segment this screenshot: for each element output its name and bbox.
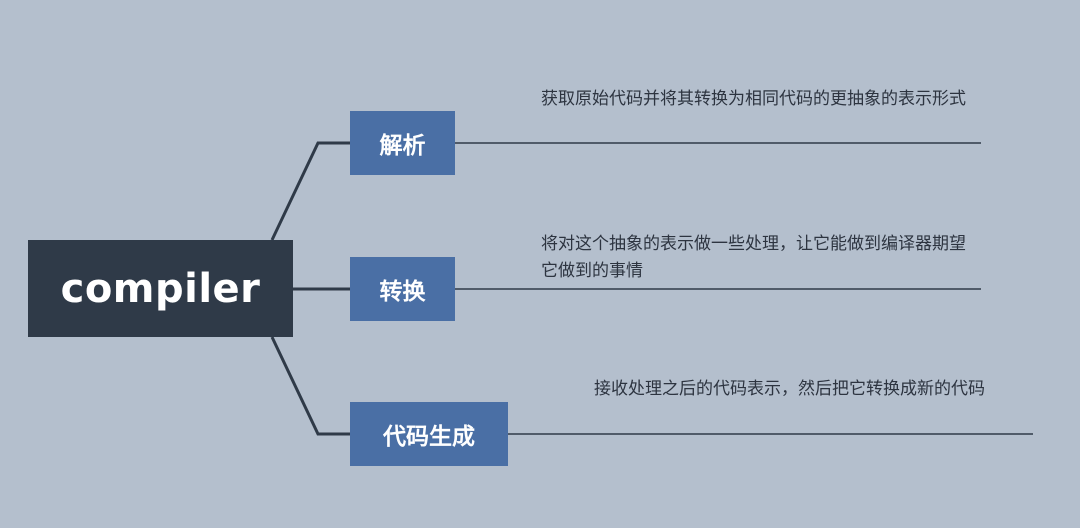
- branch-description-transform: 将对这个抽象的表示做一些处理，让它能做到编译器期望它做到的事情: [541, 234, 966, 281]
- root-node-label: compiler: [60, 265, 261, 312]
- root-node-compiler[interactable]: compiler: [28, 240, 293, 337]
- branch-node-label: 代码生成: [383, 424, 475, 450]
- connector-root-to-parse: [270, 141, 350, 241]
- branch-node-label: 解析: [379, 133, 426, 159]
- branch-node-label: 转换: [379, 279, 426, 305]
- branch-node-codegen[interactable]: 代码生成: [350, 402, 508, 466]
- branch-description-codegen: 接收处理之后的代码表示，然后把它转换成新的代码: [594, 379, 985, 399]
- connector-root-to-codegen: [270, 336, 350, 436]
- branch-description-parse: 获取原始代码并将其转换为相同代码的更抽象的表示形式: [541, 89, 966, 109]
- branch-node-transform[interactable]: 转换: [350, 257, 455, 321]
- branch-node-parse[interactable]: 解析: [350, 111, 455, 175]
